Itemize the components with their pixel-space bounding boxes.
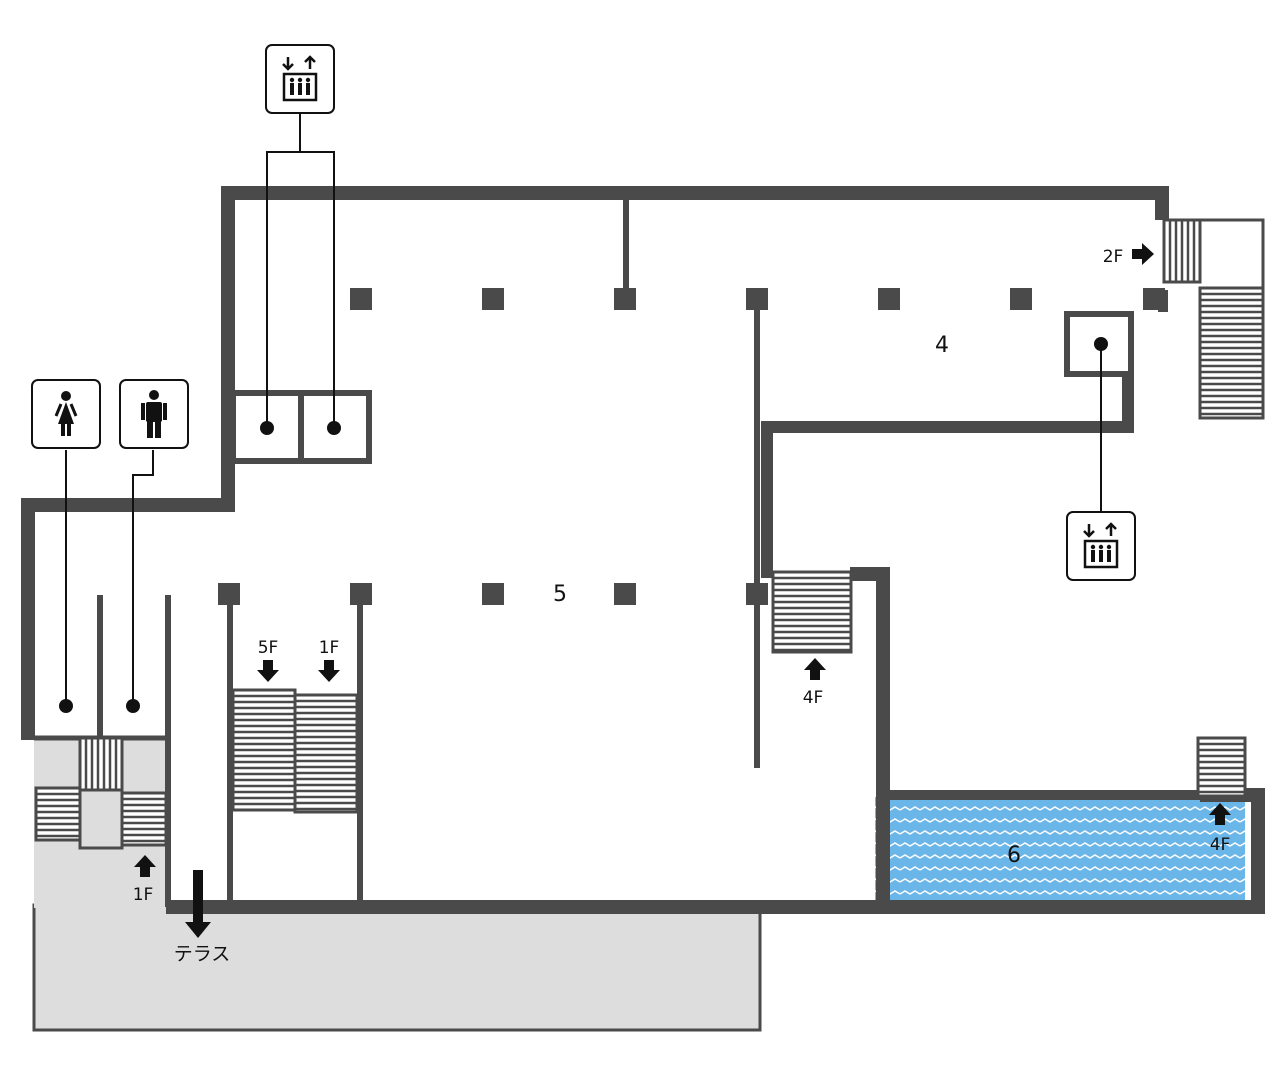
stair-flight-2f (1162, 218, 1202, 284)
arrow-up-icon (804, 658, 826, 680)
terrace-label: テラス (174, 943, 231, 965)
stairs (34, 218, 1265, 850)
terrace-arrow-icon (185, 870, 211, 938)
arrow-right-icon (1132, 243, 1154, 265)
stair-flight-1f (293, 693, 359, 814)
stair-flight-4f-right (1196, 736, 1247, 798)
stair-flight-left-a (34, 786, 82, 842)
columns (218, 288, 1165, 605)
arrow-down-icon (318, 660, 340, 682)
elevator-icon[interactable] (1066, 511, 1136, 581)
partitions (34, 200, 760, 907)
floor-label-5f: 5F (258, 638, 279, 658)
stair-flight-5f (231, 688, 297, 812)
floor-label-4f-right: 4F (1210, 835, 1231, 855)
arrow-up-icon (1209, 803, 1231, 825)
floor-label-1f-center: 1F (319, 638, 340, 658)
man-icon[interactable] (119, 379, 189, 449)
elevator-shafts (230, 311, 1134, 464)
terrace-area (32, 903, 762, 1032)
elevator-icon[interactable] (265, 44, 335, 114)
stair-flight-4f-mid (771, 570, 853, 654)
arrow-down-icon (257, 660, 279, 682)
room-4-label: 4 (935, 333, 949, 358)
water-area (875, 797, 1245, 900)
stair-flight-left-top (78, 736, 124, 792)
arrow-up-icon (134, 855, 156, 877)
stair-landing-left (78, 788, 124, 850)
leader-lines (65, 112, 1102, 706)
stair-flight-left-b (120, 791, 168, 847)
location-dots (59, 337, 1108, 713)
room-6-label: 6 (1007, 843, 1021, 868)
stair-landing-right (1200, 218, 1265, 290)
floor-label-2f: 2F (1103, 247, 1124, 267)
floor-label-1f-left: 1F (133, 885, 154, 905)
stair-flight-right (1198, 286, 1265, 420)
floor-label-4f-mid: 4F (803, 688, 824, 708)
woman-icon[interactable] (31, 379, 101, 449)
room-5-label: 5 (553, 582, 567, 607)
